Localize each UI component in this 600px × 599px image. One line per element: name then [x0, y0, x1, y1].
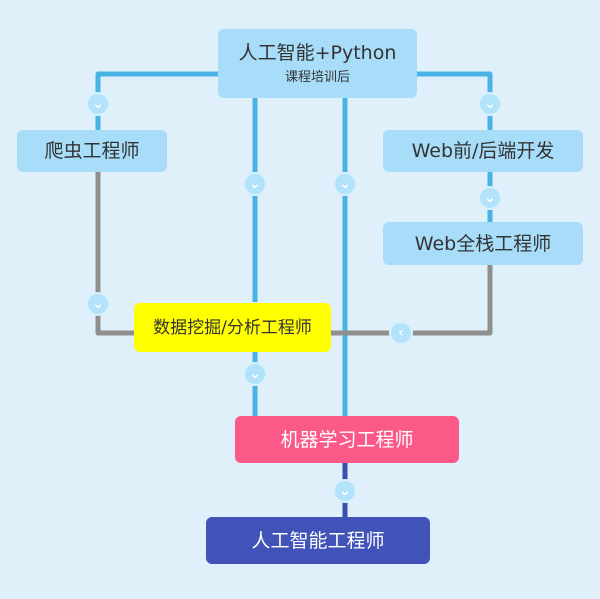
root-title: 人工智能+Python [238, 41, 397, 64]
node-ai-engineer: 人工智能工程师 [206, 517, 430, 564]
chevron-down-icon: ⌄ [243, 362, 267, 386]
ml-engineer-label: 机器学习工程师 [280, 428, 414, 451]
node-data-mining-engineer: 数据挖掘/分析工程师 [134, 303, 331, 352]
connector-crawler-to-datamining [95, 172, 134, 336]
chevron-down-icon: ⌄ [86, 92, 110, 116]
data-mining-label: 数据挖掘/分析工程师 [153, 317, 312, 338]
ai-engineer-label: 人工智能工程师 [251, 529, 385, 552]
node-crawler-engineer: 爬虫工程师 [17, 130, 167, 172]
connector-root-to-crawler [95, 71, 218, 130]
chevron-down-icon: ⌄ [333, 172, 357, 196]
chevron-down-icon: ⌄ [478, 186, 502, 210]
node-ml-engineer: 机器学习工程师 [235, 416, 459, 463]
chevron-down-icon: ⌄ [478, 92, 502, 116]
connector-fullstack-to-datamining [331, 265, 493, 336]
chevron-down-icon: ⌄ [333, 479, 357, 503]
node-web-front-back: Web前/后端开发 [383, 130, 583, 172]
chevron-down-icon: ⌄ [243, 172, 267, 196]
node-web-fullstack: Web全栈工程师 [383, 222, 583, 265]
web-front-back-label: Web前/后端开发 [411, 140, 555, 162]
chevron-down-icon: ⌄ [86, 292, 110, 316]
node-ai-python-root: 人工智能+Python 课程培训后 [218, 29, 417, 98]
web-fullstack-label: Web全栈工程师 [414, 232, 552, 255]
crawler-label: 爬虫工程师 [44, 140, 140, 162]
root-subtitle: 课程培训后 [284, 69, 350, 85]
chevron-left-icon: ‹ [389, 321, 413, 345]
